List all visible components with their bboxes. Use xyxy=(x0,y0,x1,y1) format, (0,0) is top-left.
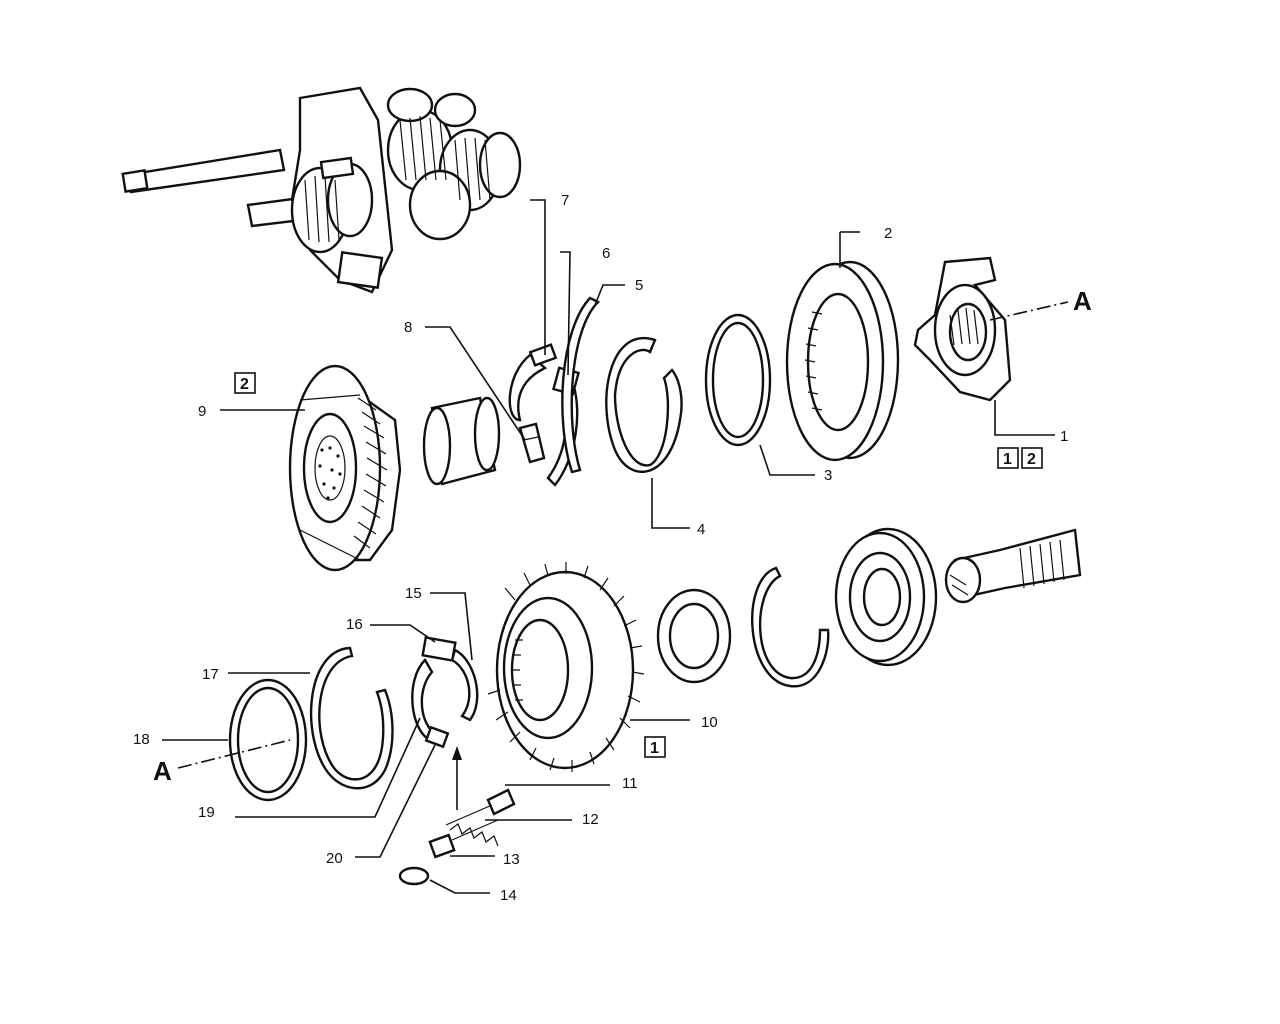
callout-numbers: 1 2 3 4 5 6 7 8 9 10 11 12 13 14 15 16 1… xyxy=(133,192,1068,904)
callout-7: 7 xyxy=(561,192,569,209)
axis-label-lower: A xyxy=(153,756,172,786)
detent-spring-12 xyxy=(445,804,499,847)
part-20-key xyxy=(424,725,450,749)
callout-9: 9 xyxy=(198,403,206,420)
callout-14: 14 xyxy=(500,887,517,904)
callout-12: 12 xyxy=(582,811,599,828)
callout-3: 3 xyxy=(824,467,832,484)
svg-text:2: 2 xyxy=(240,376,249,393)
part-3-ring xyxy=(704,313,772,447)
boxed-ref-gear10: 1 xyxy=(644,736,666,758)
assembly-arrow xyxy=(452,746,462,810)
boxed-reference-numbers: 2 1 2 1 xyxy=(234,372,1043,758)
part-16-synchro-band xyxy=(411,636,457,742)
part-1-synchro-hub xyxy=(913,256,1012,402)
svg-text:1: 1 xyxy=(650,740,659,757)
detent-plunger-13 xyxy=(428,833,456,859)
detent-pin-11 xyxy=(486,788,516,816)
callout-11: 11 xyxy=(622,775,638,792)
part-5-spring-ring xyxy=(561,296,601,474)
part-2-sliding-sleeve xyxy=(785,260,900,462)
detent-cap-14 xyxy=(398,866,430,886)
part-15-brake-band xyxy=(450,648,479,722)
callout-5: 5 xyxy=(635,277,643,294)
callout-15: 15 xyxy=(405,585,422,602)
output-shaft xyxy=(944,528,1082,604)
leader-lines xyxy=(162,199,1069,894)
part-8-key xyxy=(518,422,546,464)
bearing-sleeve xyxy=(422,396,501,486)
gear-9 xyxy=(288,364,402,572)
callout-4: 4 xyxy=(697,521,705,538)
part-17-split-ring xyxy=(309,646,394,790)
part-4-split-ring xyxy=(605,336,683,474)
transmission-assembly-illustration xyxy=(121,86,522,294)
boxed-ref-hub1-second: 2 xyxy=(1021,447,1043,469)
callout-16: 16 xyxy=(346,616,363,633)
callout-1: 1 xyxy=(1060,428,1068,445)
callout-2: 2 xyxy=(884,225,892,242)
axis-label-upper: A xyxy=(1073,286,1092,316)
callout-18: 18 xyxy=(133,731,150,748)
circlip xyxy=(751,566,830,688)
callout-6: 6 xyxy=(602,245,610,262)
boxed-ref-gear9: 2 xyxy=(234,372,256,394)
svg-text:2: 2 xyxy=(1027,451,1036,468)
callout-8: 8 xyxy=(404,319,412,336)
callout-20: 20 xyxy=(326,850,343,867)
part-18-ring xyxy=(228,678,308,802)
boxed-ref-hub1-first: 1 xyxy=(997,447,1019,469)
callout-19: 19 xyxy=(198,804,215,821)
callout-10: 10 xyxy=(701,714,718,731)
callout-13: 13 xyxy=(503,851,520,868)
callout-17: 17 xyxy=(202,666,219,683)
thrust-washer xyxy=(656,588,732,684)
ball-bearing xyxy=(834,527,938,667)
part-7-synchro-band xyxy=(508,343,558,422)
svg-text:1: 1 xyxy=(1003,451,1012,468)
gear-10 xyxy=(487,562,645,772)
